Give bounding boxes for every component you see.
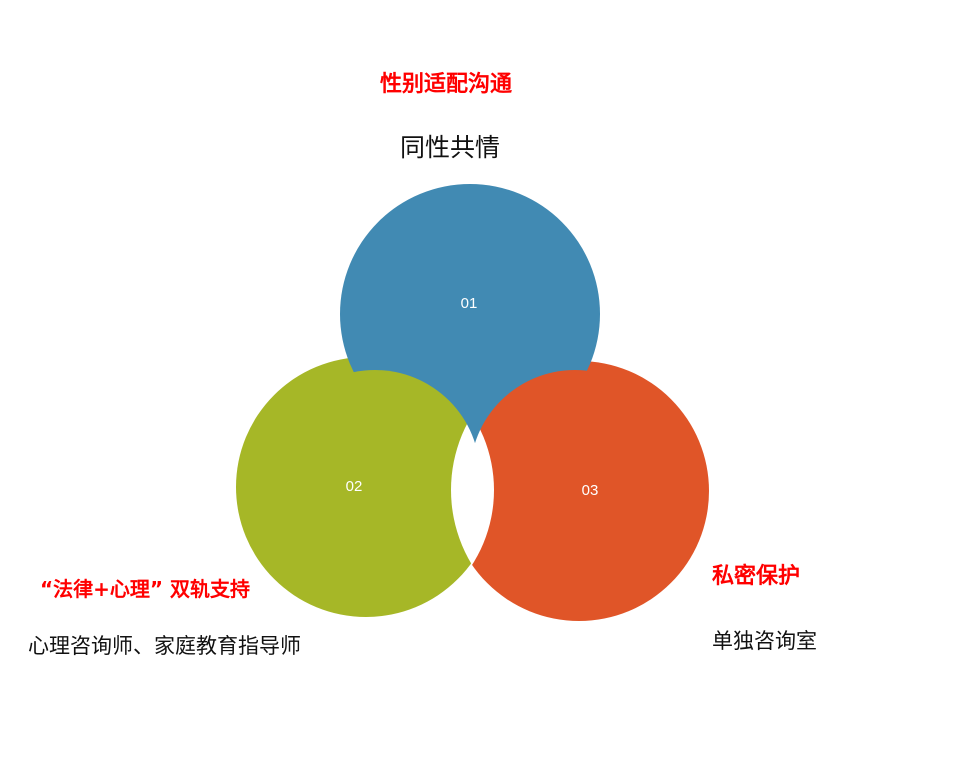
- circle-02-label: 02: [346, 478, 363, 495]
- item-02-desc: 心理咨询师、家庭教育指导师: [28, 634, 301, 658]
- item-02-title: “法律+心理” 双轨支持: [40, 577, 251, 601]
- item-03-desc: 单独咨询室: [712, 629, 817, 653]
- item-03-title: 私密保护: [712, 564, 801, 589]
- item-01-title: 性别适配沟通: [380, 72, 513, 97]
- circle-01-label: 01: [461, 295, 478, 312]
- item-01-desc: 同性共情: [400, 133, 501, 162]
- circle-03-label: 03: [582, 482, 599, 499]
- circle-01: [340, 184, 600, 444]
